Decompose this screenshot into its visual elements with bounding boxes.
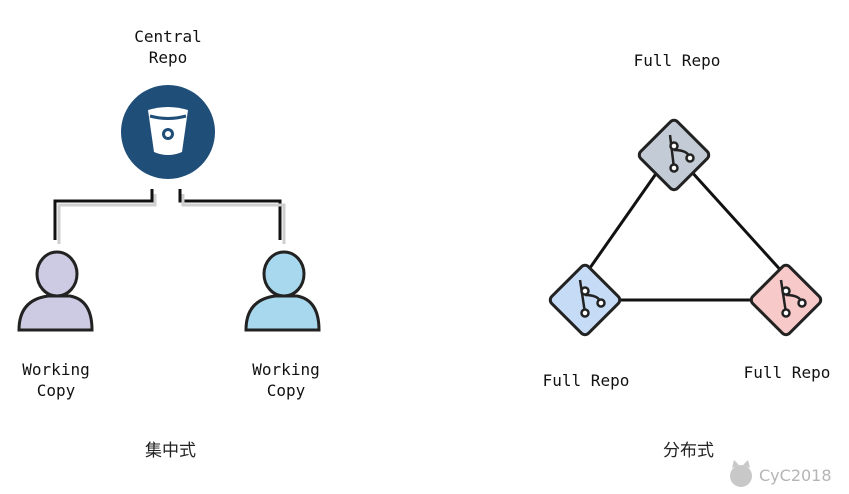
centralized-caption: 集中式 — [145, 441, 196, 461]
working-copy-left-line1: Working — [22, 360, 90, 379]
git-icon — [578, 279, 606, 318]
full-repo-label-top: Full Repo — [633, 51, 721, 70]
full-repo-label-right: Full Repo — [743, 363, 831, 382]
central-repo-node — [121, 85, 215, 179]
watermark-text: CyC2018 — [759, 466, 832, 485]
central-repo-label-line1: Central — [134, 27, 202, 46]
central-repo-label: Central Repo — [126, 26, 210, 68]
git-icon — [779, 279, 807, 318]
user-icon-right — [244, 250, 321, 332]
git-icon — [668, 134, 695, 173]
working-copy-left-line2: Copy — [36, 381, 76, 400]
distributed-edges — [583, 167, 787, 302]
git-repo-node-right — [749, 263, 823, 337]
central-connector-shadow — [57, 194, 286, 244]
working-copy-right-line2: Copy — [266, 381, 306, 400]
central-repo-label-line2: Repo — [148, 48, 188, 67]
working-copy-label-left: Working Copy — [14, 359, 98, 401]
user-icon-left — [17, 250, 94, 332]
git-repo-node-left — [548, 263, 622, 337]
working-copy-label-right: Working Copy — [244, 359, 328, 401]
central-connector-lines — [53, 189, 282, 240]
github-icon — [730, 460, 752, 487]
working-copy-right-line1: Working — [252, 360, 320, 379]
git-repo-node-top — [637, 118, 711, 192]
bitbucket-icon — [148, 107, 188, 155]
full-repo-label-left: Full Repo — [542, 371, 630, 390]
distributed-caption: 分布式 — [663, 441, 714, 461]
